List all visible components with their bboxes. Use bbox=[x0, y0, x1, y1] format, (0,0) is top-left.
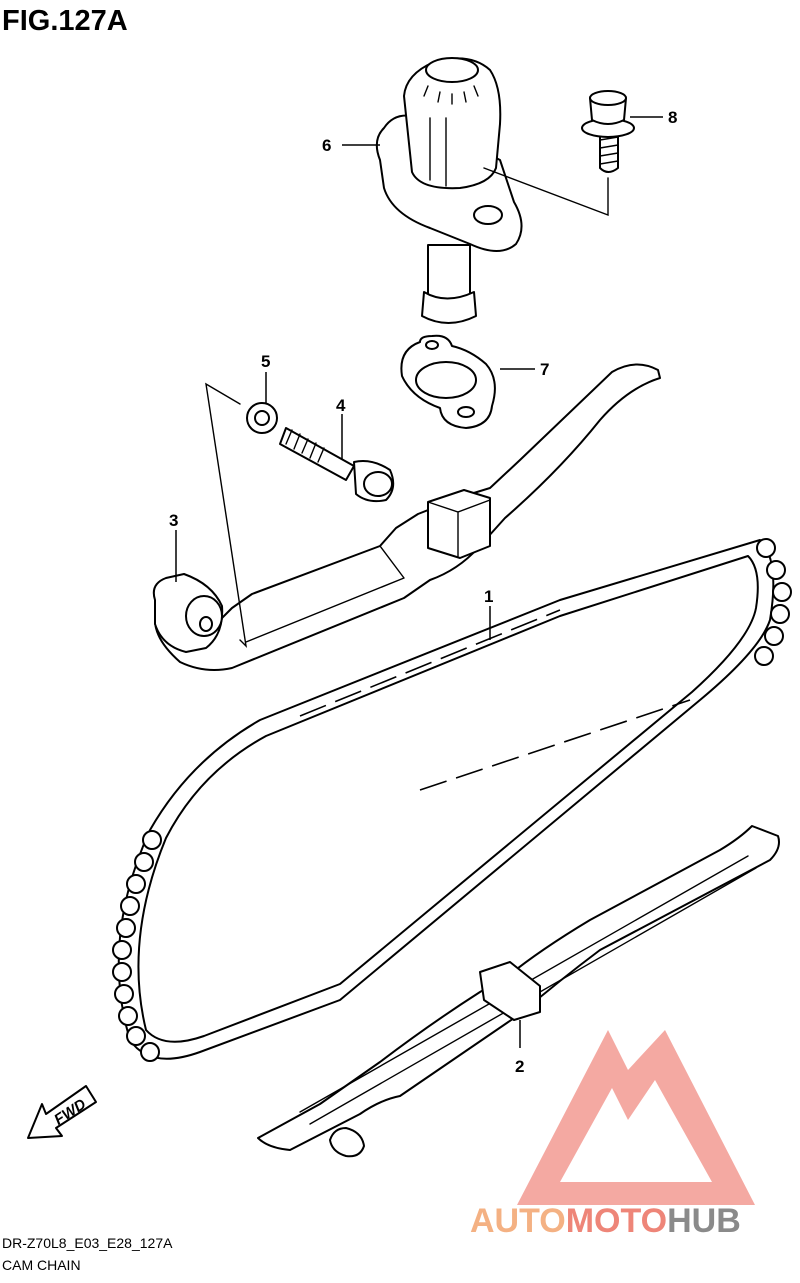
watermark-auto: AUTO bbox=[470, 1202, 566, 1240]
callout-1: 1 bbox=[484, 587, 493, 606]
guide-pivot-guide-line bbox=[205, 382, 248, 649]
callout-leaders bbox=[175, 116, 663, 1048]
part-bolt-8 bbox=[581, 90, 635, 173]
footer-caption: CAM CHAIN bbox=[2, 1257, 81, 1273]
part-gasket bbox=[400, 334, 496, 429]
part-chain-guide bbox=[257, 825, 780, 1158]
callout-8: 8 bbox=[668, 108, 677, 127]
bolt-8-guide-line bbox=[483, 167, 609, 217]
fwd-marker: FWD bbox=[27, 1085, 97, 1139]
callout-5: 5 bbox=[261, 352, 270, 371]
watermark-hub: HUB bbox=[667, 1202, 741, 1240]
part-tensioner bbox=[375, 57, 523, 324]
arrow-fwd-icon bbox=[27, 1085, 97, 1139]
part-cam-chain bbox=[112, 538, 792, 1062]
part-pivot-bolt bbox=[279, 427, 395, 503]
callout-2: 2 bbox=[515, 1057, 524, 1076]
watermark-wordmark: AUTOMOTOHUB bbox=[470, 1202, 741, 1240]
svg-text:AUTOMOTOHUB: AUTOMOTOHUB bbox=[470, 1202, 741, 1240]
callout-4: 4 bbox=[336, 396, 346, 415]
part-washer bbox=[246, 402, 278, 434]
figure-title: FIG.127A bbox=[2, 5, 128, 37]
chain-links-left bbox=[112, 830, 162, 1062]
watermark-moto: MOTO bbox=[566, 1202, 667, 1240]
callout-6: 6 bbox=[322, 136, 331, 155]
part-tensioner-guide bbox=[152, 363, 661, 671]
chain-links-right bbox=[754, 538, 792, 666]
watermark-logo-triangle-icon bbox=[517, 1030, 755, 1205]
watermark-logo bbox=[517, 1030, 755, 1205]
footer-code: DR-Z70L8_E03_E28_127A bbox=[2, 1235, 173, 1251]
callout-3: 3 bbox=[169, 511, 178, 530]
callout-7: 7 bbox=[540, 360, 549, 379]
